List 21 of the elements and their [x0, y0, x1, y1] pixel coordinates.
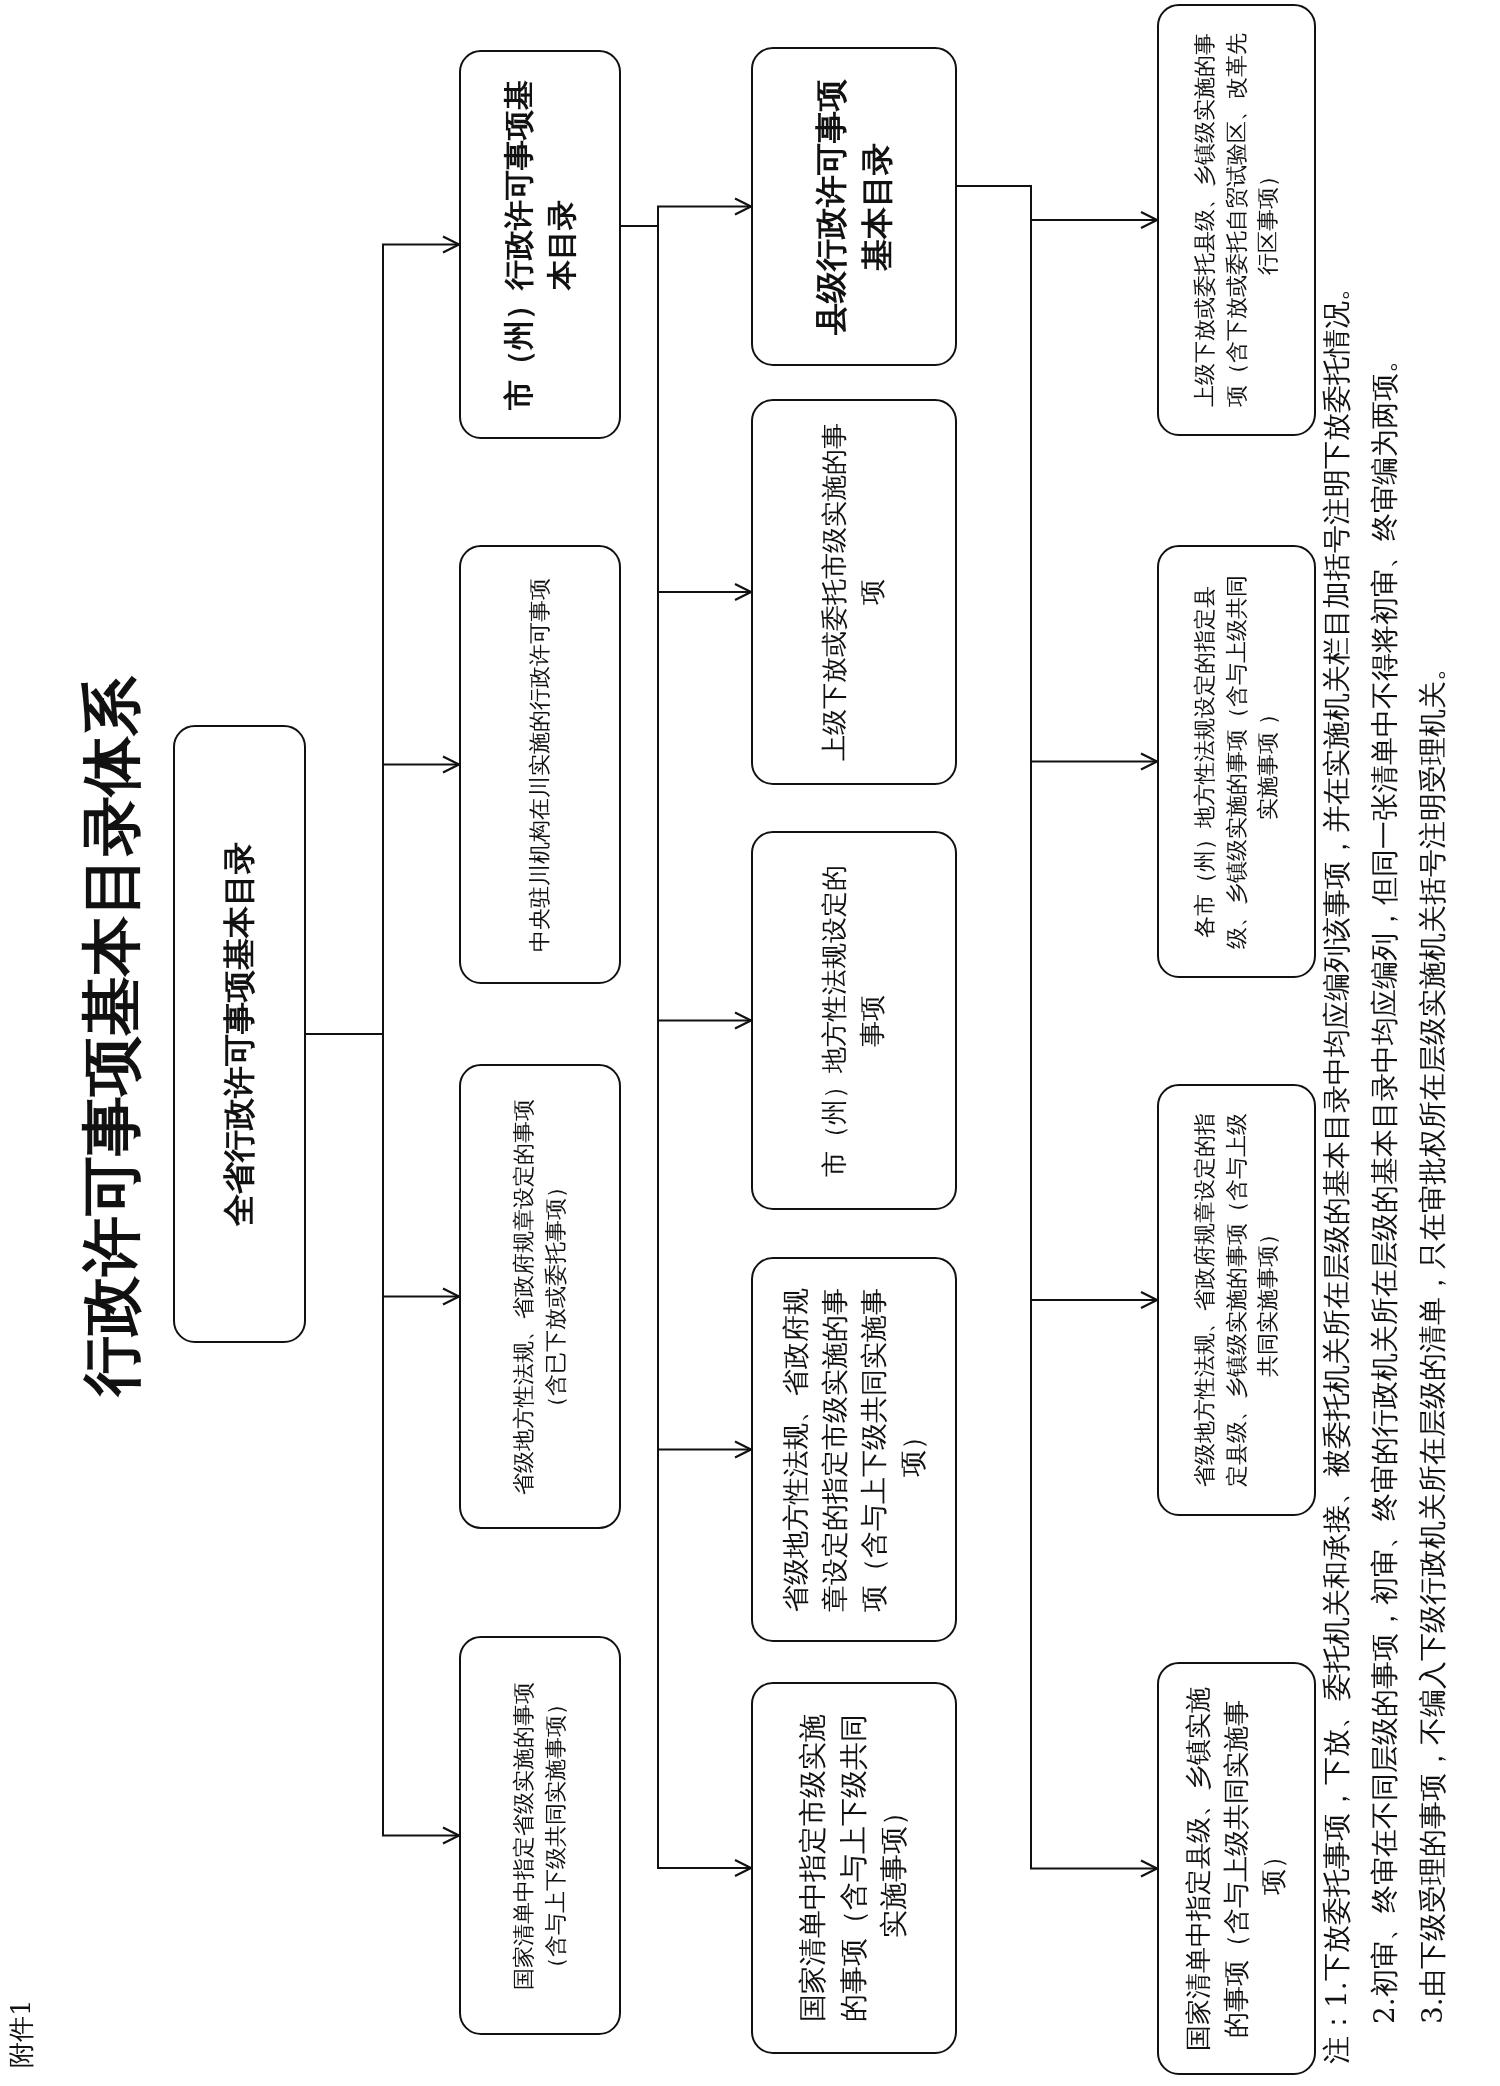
- process-box: 各市（州）地方性法规设定的指定县级、乡镇级实施的事项（含与上级共同实施事项 ）: [1157, 545, 1316, 978]
- process-box: 国家清单中指定县级、乡镇实施的事项（含与上级共同实施事项）: [1157, 1662, 1316, 2075]
- arrow: [620, 197, 753, 227]
- arrow: [956, 185, 1159, 230]
- attachment-label: 附件1: [5, 1999, 37, 2068]
- process-box: 上级下放或委托市级实施的事项: [751, 399, 957, 785]
- process-box: 省级地方性法规、省政府规章设定的指定市级实施的事项（含与上下级共同实施事项）: [751, 1257, 957, 1642]
- note-text: 注：1.下放委托事项，下放、委托机关和承接、被委托机关所在层级的基本目录中均应编列该事项，并在实施机关栏目加括号注明下放委托情况。: [1319, 273, 1354, 2064]
- title: 行政许可事项基本目录体系: [75, 676, 147, 1396]
- process-box: 全省行政许可事项基本目录: [173, 725, 306, 1343]
- process-box: 省级地方性法规、省政府规章设定的指定县级、乡镇级实施的事项（含与上级共同实施事项）: [1157, 1084, 1316, 1516]
- note-text: 2.初审、终审在不同层级的事项，初审、终审的行政机关所在层级的基本目录中均应编列，但同一张清单中不得将初审、终审编为两项。: [1367, 345, 1402, 2024]
- note-text: 3.由下级受理的事项，不编入下级行政机关所在层级的清单，只在审批权所在层级实施机关括号注明受理机关。: [1415, 653, 1450, 2024]
- process-box: 中央驻川机构在川实施的行政许可事项: [459, 545, 621, 984]
- process-box: 市（州）行政许可事项基本目录: [459, 50, 621, 439]
- process-box: 省级地方性法规、省政府规章设定的事项（含已下放或委托事项）: [459, 1064, 621, 1529]
- process-box: 市（州）地方性法规设定的事项: [751, 831, 957, 1210]
- process-box: 县级行政许可事项基本目录: [751, 47, 957, 366]
- process-box: 上级下放或委托县级、乡镇级实施的事项（含下放或委托自贸试验区、改革先行区事项）: [1157, 4, 1316, 436]
- process-box: 国家清单中指定省级实施的事项（含与上下级共同实施事项）: [459, 1636, 621, 2035]
- process-box: 国家清单中指定市级实施的事项（含与上下级共同实施事项）: [751, 1682, 957, 2054]
